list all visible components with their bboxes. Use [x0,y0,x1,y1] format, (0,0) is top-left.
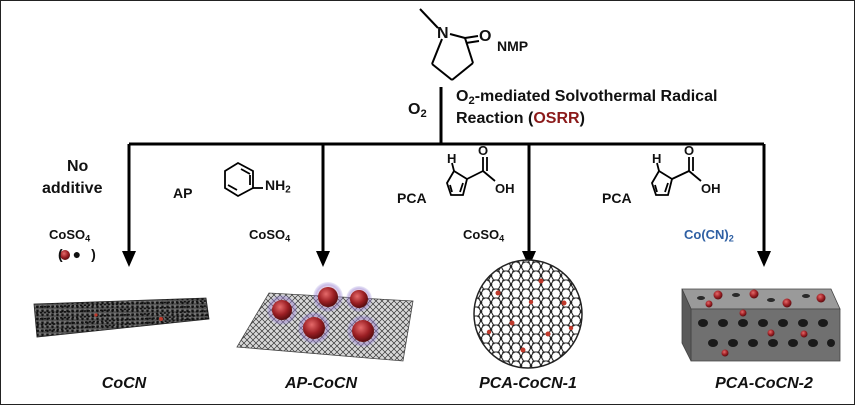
arrow-head-2 [316,251,330,267]
nmp-atom-o: O [479,28,492,45]
branch-1-additive-line2: additive [42,180,103,197]
branch-2-additive: AP [173,185,193,201]
arrow-head-3 [522,251,536,267]
branch-3-atom-oh: OH [495,181,515,196]
pca-cocn-2-illustration [681,288,841,362]
branch-1-salt: CoSO4 [49,227,91,244]
pca-structure-2 [651,157,702,196]
reaction-line-2: Reaction (OSRR) [456,110,585,127]
nmp-label: NMP [497,38,529,54]
arrow-head-4 [757,251,771,267]
arrow-heads [122,251,771,267]
reaction-line-1: O2-mediated Solvothermal Radical [456,88,718,107]
pca-cocn-1-illustration [473,259,583,369]
branch-2-salt: CoSO4 [249,227,291,244]
cobalt-sphere-group [267,282,379,347]
oxygen-label: O2 [408,101,427,120]
nmp-atom-n: N [437,25,449,42]
product-label-pca-cocn-1: PCA-CoCN-1 [479,375,577,392]
osrr-highlight: OSRR [533,110,580,127]
branch-3-additive: PCA [397,190,427,206]
branch-3-atom-o: O [478,143,489,158]
product-label-pca-cocn-2: PCA-CoCN-2 [715,375,813,392]
branch-3-atom-h: H [447,151,457,166]
ap-structure [224,161,263,198]
arrow-head-1 [122,251,136,267]
branch-4-additive: PCA [602,190,632,206]
branch-4-atom-oh: OH [701,181,721,196]
cobalt-dot-icon [60,250,70,260]
product-label-ap-cocn: AP-CoCN [285,375,357,392]
branch-4-atom-o: O [684,143,695,158]
branch-1-additive-line1: No [67,158,89,175]
arrow-tree [127,87,766,253]
branch-3-salt: CoSO4 [463,227,505,244]
nmp-structure [419,8,480,81]
branch-2-atom-nh2: NH2 [265,177,291,196]
ap-cocn-illustration [236,282,414,362]
product-label-cocn: CoCN [101,375,147,392]
branch-1-salt-extra: (●) [58,246,106,262]
branch-4-atom-h: H [652,151,662,166]
cocn-illustration [33,297,210,338]
pca-structure-1 [446,157,496,196]
branch-4-salt: Co(CN)2 [684,227,734,244]
